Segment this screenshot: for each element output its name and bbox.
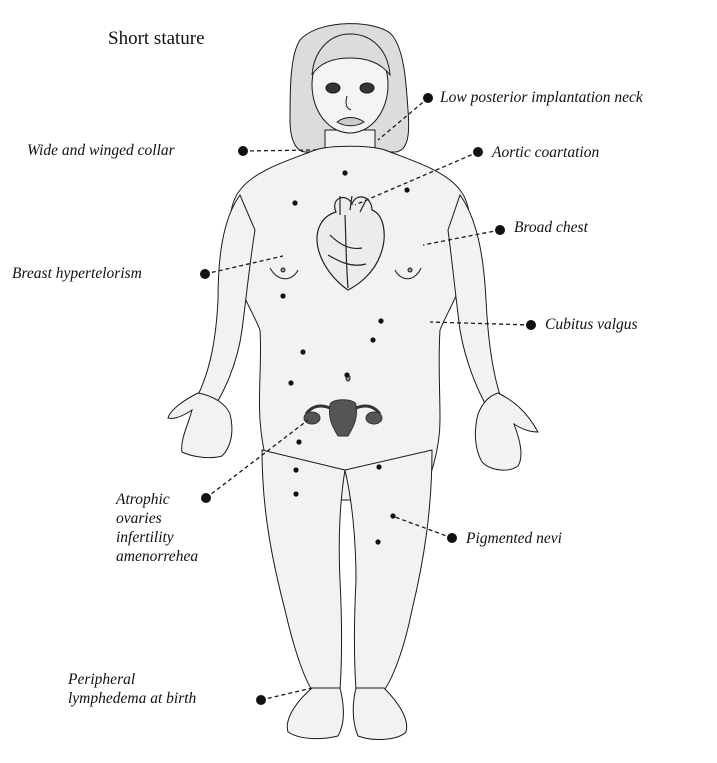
left-arm: [185, 195, 255, 420]
nevus-dot: [292, 200, 297, 205]
label-collar: Wide and winged collar: [27, 141, 175, 160]
bullet-neck: [423, 93, 433, 103]
nevus-dot: [370, 337, 375, 342]
nevus-dot: [342, 170, 347, 175]
nevus-dot: [390, 513, 395, 518]
bullet-nevi: [447, 533, 457, 543]
nevus-dot: [280, 293, 285, 298]
left-leg: [262, 450, 345, 690]
right-arm: [448, 195, 515, 420]
label-neck: Low posterior implantation neck: [440, 88, 643, 107]
nevus-dot: [296, 439, 301, 444]
label-nevi: Pigmented nevi: [466, 529, 562, 548]
label-ovaries: Atrophic ovaries infertility amenorrehea: [116, 490, 198, 566]
torso: [230, 146, 471, 500]
bullet-cubitus: [526, 320, 536, 330]
nevus-dot: [378, 318, 383, 323]
bullet-collar: [238, 146, 248, 156]
left-foot: [287, 688, 343, 739]
nevus-dot: [293, 467, 298, 472]
label-breast: Breast hypertelorism: [12, 264, 142, 283]
nevus-dot: [344, 372, 349, 377]
bullet-chest: [495, 225, 505, 235]
nevus-dot: [376, 464, 381, 469]
label-aortic: Aortic coartation: [492, 143, 599, 162]
left-eye: [326, 83, 340, 93]
bullet-ovaries: [201, 493, 211, 503]
nevus-dot: [375, 539, 380, 544]
title-label: Short stature: [108, 28, 205, 50]
bullet-lymph: [256, 695, 266, 705]
right-eye: [360, 83, 374, 93]
bullet-aortic: [473, 147, 483, 157]
right-hand: [475, 393, 538, 470]
nevus-dot: [293, 491, 298, 496]
label-lymph: Peripheral lymphedema at birth: [68, 670, 196, 708]
label-chest: Broad chest: [514, 218, 588, 237]
right-foot: [353, 688, 406, 739]
right-leg: [345, 450, 432, 690]
left-hand: [168, 393, 232, 458]
nevus-dot: [288, 380, 293, 385]
nevus-dot: [300, 349, 305, 354]
nevus-dot: [404, 187, 409, 192]
bullet-breast: [200, 269, 210, 279]
human-figure-illustration: [168, 24, 538, 740]
label-cubitus: Cubitus valgus: [545, 315, 638, 334]
